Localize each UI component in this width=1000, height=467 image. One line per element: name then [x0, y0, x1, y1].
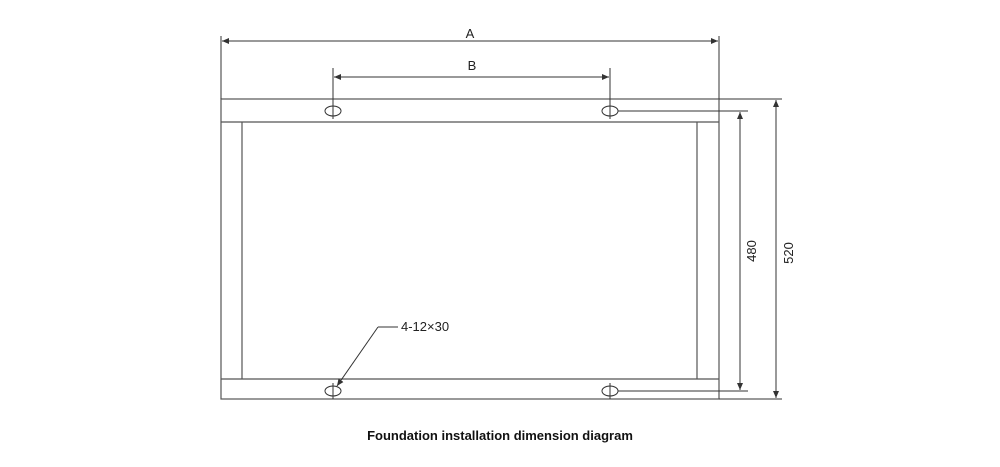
- mounting-hole-bottom-right: [601, 383, 619, 399]
- leader-diagonal: [336, 326, 379, 387]
- mounting-hole-top-right: [601, 103, 619, 119]
- dimension-a: [220, 36, 720, 99]
- dim-520-label: 520: [781, 242, 796, 264]
- mounting-hole-top-left: [324, 103, 342, 119]
- dimension-480: [618, 110, 748, 392]
- dim-a-label: A: [466, 26, 475, 41]
- dimension-520: [719, 98, 782, 400]
- hole-callout-label: 4-12×30: [401, 319, 449, 334]
- dimension-b: [332, 68, 611, 104]
- hole-callout-leader: [336, 326, 398, 387]
- mounting-hole-bottom-left: [324, 383, 342, 399]
- mounting-holes: [324, 103, 619, 399]
- dim-b-label: B: [468, 58, 477, 73]
- frame-outer-rect: [220, 98, 720, 400]
- base-frame: [220, 98, 720, 400]
- dim-480-label: 480: [744, 240, 759, 262]
- diagram-caption: Foundation installation dimension diagra…: [367, 428, 633, 443]
